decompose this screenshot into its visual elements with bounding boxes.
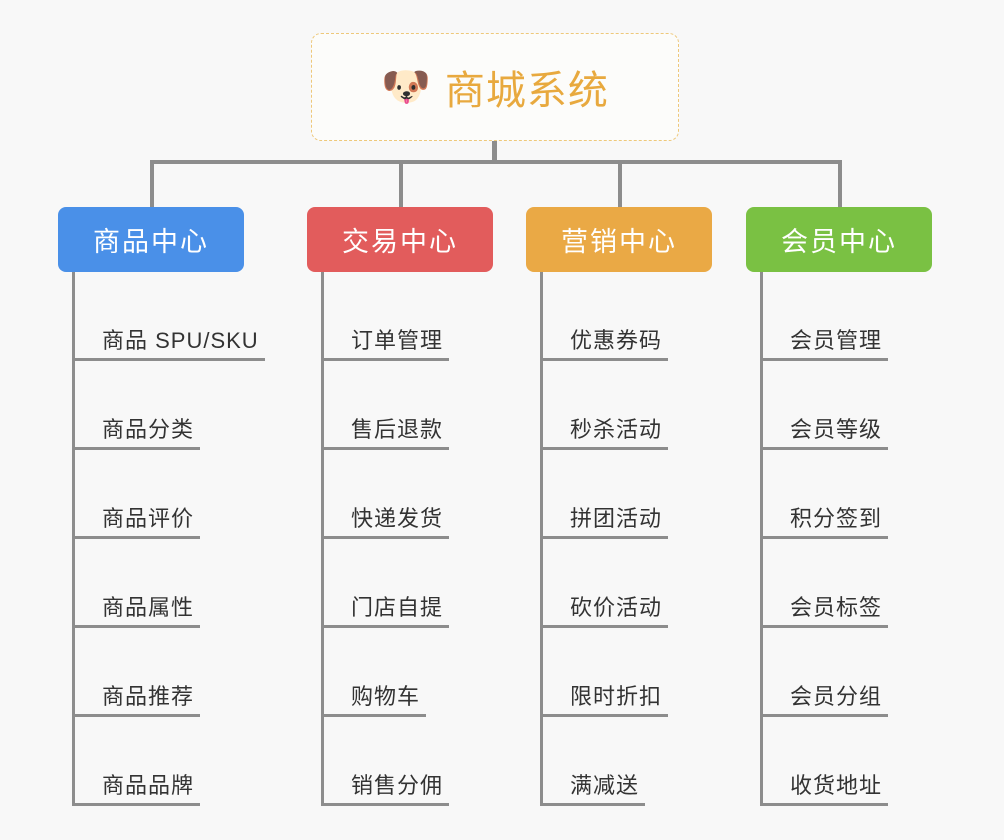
leaf-underline: [543, 447, 668, 450]
leaf-underline: [75, 536, 200, 539]
leaf-label: 会员管理: [790, 328, 883, 353]
branch-items-trade: 订单管理 售后退款 快递发货 门店自提 购物车 销售分佣: [307, 272, 493, 806]
leaf-label: 会员分组: [790, 684, 883, 709]
branch-header-marketing[interactable]: 营销中心: [526, 207, 712, 272]
shiba-dog-face-emoji: 🐶: [381, 65, 431, 109]
branch-header-product[interactable]: 商品中心: [58, 207, 244, 272]
leaf-underline: [75, 447, 200, 450]
root-stem-connector: [492, 141, 497, 163]
list-item[interactable]: 砍价活动: [540, 539, 712, 628]
branch-drop-connector-4: [838, 160, 842, 207]
leaf-label: 售后退款: [351, 417, 444, 442]
leaf-underline: [324, 803, 449, 806]
list-item[interactable]: 订单管理: [321, 272, 493, 361]
leaf-underline: [543, 536, 668, 539]
list-item[interactable]: 销售分佣: [321, 717, 493, 806]
leaf-label: 商品 SPU/SKU: [102, 328, 259, 353]
leaf-underline: [324, 625, 449, 628]
leaf-label: 快递发货: [351, 506, 444, 531]
list-item[interactable]: 收货地址: [760, 717, 932, 806]
list-item[interactable]: 会员标签: [760, 539, 932, 628]
branch-column-product: 商品中心 商品 SPU/SKU 商品分类 商品评价 商品属性 商品推荐: [58, 207, 265, 806]
leaf-label: 商品分类: [102, 417, 195, 442]
root-node[interactable]: 🐶 商城系统: [311, 33, 679, 141]
branch-column-member: 会员中心 会员管理 会员等级 积分签到 会员标签 会员分组: [746, 207, 932, 806]
leaf-underline: [75, 803, 200, 806]
branch-drop-connector-3: [618, 160, 622, 207]
branch-header-trade[interactable]: 交易中心: [307, 207, 493, 272]
leaf-label: 商品属性: [102, 595, 195, 620]
list-item[interactable]: 售后退款: [321, 361, 493, 450]
leaf-underline: [324, 447, 449, 450]
list-item[interactable]: 门店自提: [321, 539, 493, 628]
list-item[interactable]: 会员管理: [760, 272, 932, 361]
branch-trunk-line-3: [540, 272, 543, 806]
list-item[interactable]: 快递发货: [321, 450, 493, 539]
leaf-underline: [763, 358, 888, 361]
branch-header-member[interactable]: 会员中心: [746, 207, 932, 272]
leaf-underline: [763, 803, 888, 806]
branch-items-member: 会员管理 会员等级 积分签到 会员标签 会员分组 收货地址: [746, 272, 932, 806]
branch-trunk-line-2: [321, 272, 324, 806]
leaf-label: 门店自提: [351, 595, 444, 620]
list-item[interactable]: 商品分类: [72, 361, 265, 450]
branch-trunk-line-4: [760, 272, 763, 806]
leaf-label: 商品推荐: [102, 684, 195, 709]
leaf-underline: [763, 447, 888, 450]
leaf-label: 秒杀活动: [570, 417, 663, 442]
leaf-label: 商品评价: [102, 506, 195, 531]
leaf-underline: [763, 625, 888, 628]
list-item[interactable]: 商品评价: [72, 450, 265, 539]
list-item[interactable]: 限时折扣: [540, 628, 712, 717]
leaf-underline: [543, 358, 668, 361]
branch-trunk-line-1: [72, 272, 75, 806]
list-item[interactable]: 商品推荐: [72, 628, 265, 717]
leaf-underline: [324, 358, 449, 361]
list-item[interactable]: 商品属性: [72, 539, 265, 628]
branch-drop-connector-1: [150, 160, 154, 207]
leaf-label: 商品品牌: [102, 773, 195, 798]
branch-items-marketing: 优惠券码 秒杀活动 拼团活动 砍价活动 限时折扣 满减送: [526, 272, 712, 806]
leaf-underline: [543, 625, 668, 628]
leaf-underline: [75, 358, 265, 361]
list-item[interactable]: 积分签到: [760, 450, 932, 539]
list-item[interactable]: 会员分组: [760, 628, 932, 717]
branch-column-trade: 交易中心 订单管理 售后退款 快递发货 门店自提 购物车: [307, 207, 493, 806]
leaf-label: 订单管理: [351, 328, 444, 353]
leaf-underline: [543, 803, 645, 806]
leaf-label: 会员标签: [790, 595, 883, 620]
leaf-label: 拼团活动: [570, 506, 663, 531]
list-item[interactable]: 满减送: [540, 717, 712, 806]
leaf-label: 收货地址: [790, 773, 883, 798]
leaf-underline: [75, 625, 200, 628]
leaf-underline: [763, 714, 888, 717]
leaf-label: 销售分佣: [351, 773, 444, 798]
list-item[interactable]: 会员等级: [760, 361, 932, 450]
list-item[interactable]: 拼团活动: [540, 450, 712, 539]
leaf-label: 购物车: [351, 684, 421, 709]
list-item[interactable]: 秒杀活动: [540, 361, 712, 450]
leaf-label: 砍价活动: [570, 595, 663, 620]
branch-bus-connector: [150, 160, 842, 164]
list-item[interactable]: 商品品牌: [72, 717, 265, 806]
branch-drop-connector-2: [399, 160, 403, 207]
list-item[interactable]: 购物车: [321, 628, 493, 717]
leaf-label: 优惠券码: [570, 328, 663, 353]
leaf-label: 限时折扣: [570, 684, 663, 709]
leaf-label: 满减送: [570, 773, 640, 798]
leaf-underline: [543, 714, 668, 717]
leaf-underline: [75, 714, 200, 717]
branch-column-marketing: 营销中心 优惠券码 秒杀活动 拼团活动 砍价活动 限时折扣: [526, 207, 712, 806]
leaf-label: 会员等级: [790, 417, 883, 442]
root-title: 商城系统: [444, 69, 609, 113]
branch-items-product: 商品 SPU/SKU 商品分类 商品评价 商品属性 商品推荐 商品品牌: [58, 272, 265, 806]
leaf-underline: [763, 536, 888, 539]
list-item[interactable]: 优惠券码: [540, 272, 712, 361]
leaf-label: 积分签到: [790, 506, 883, 531]
list-item[interactable]: 商品 SPU/SKU: [72, 272, 265, 361]
leaf-underline: [324, 714, 426, 717]
leaf-underline: [324, 536, 449, 539]
